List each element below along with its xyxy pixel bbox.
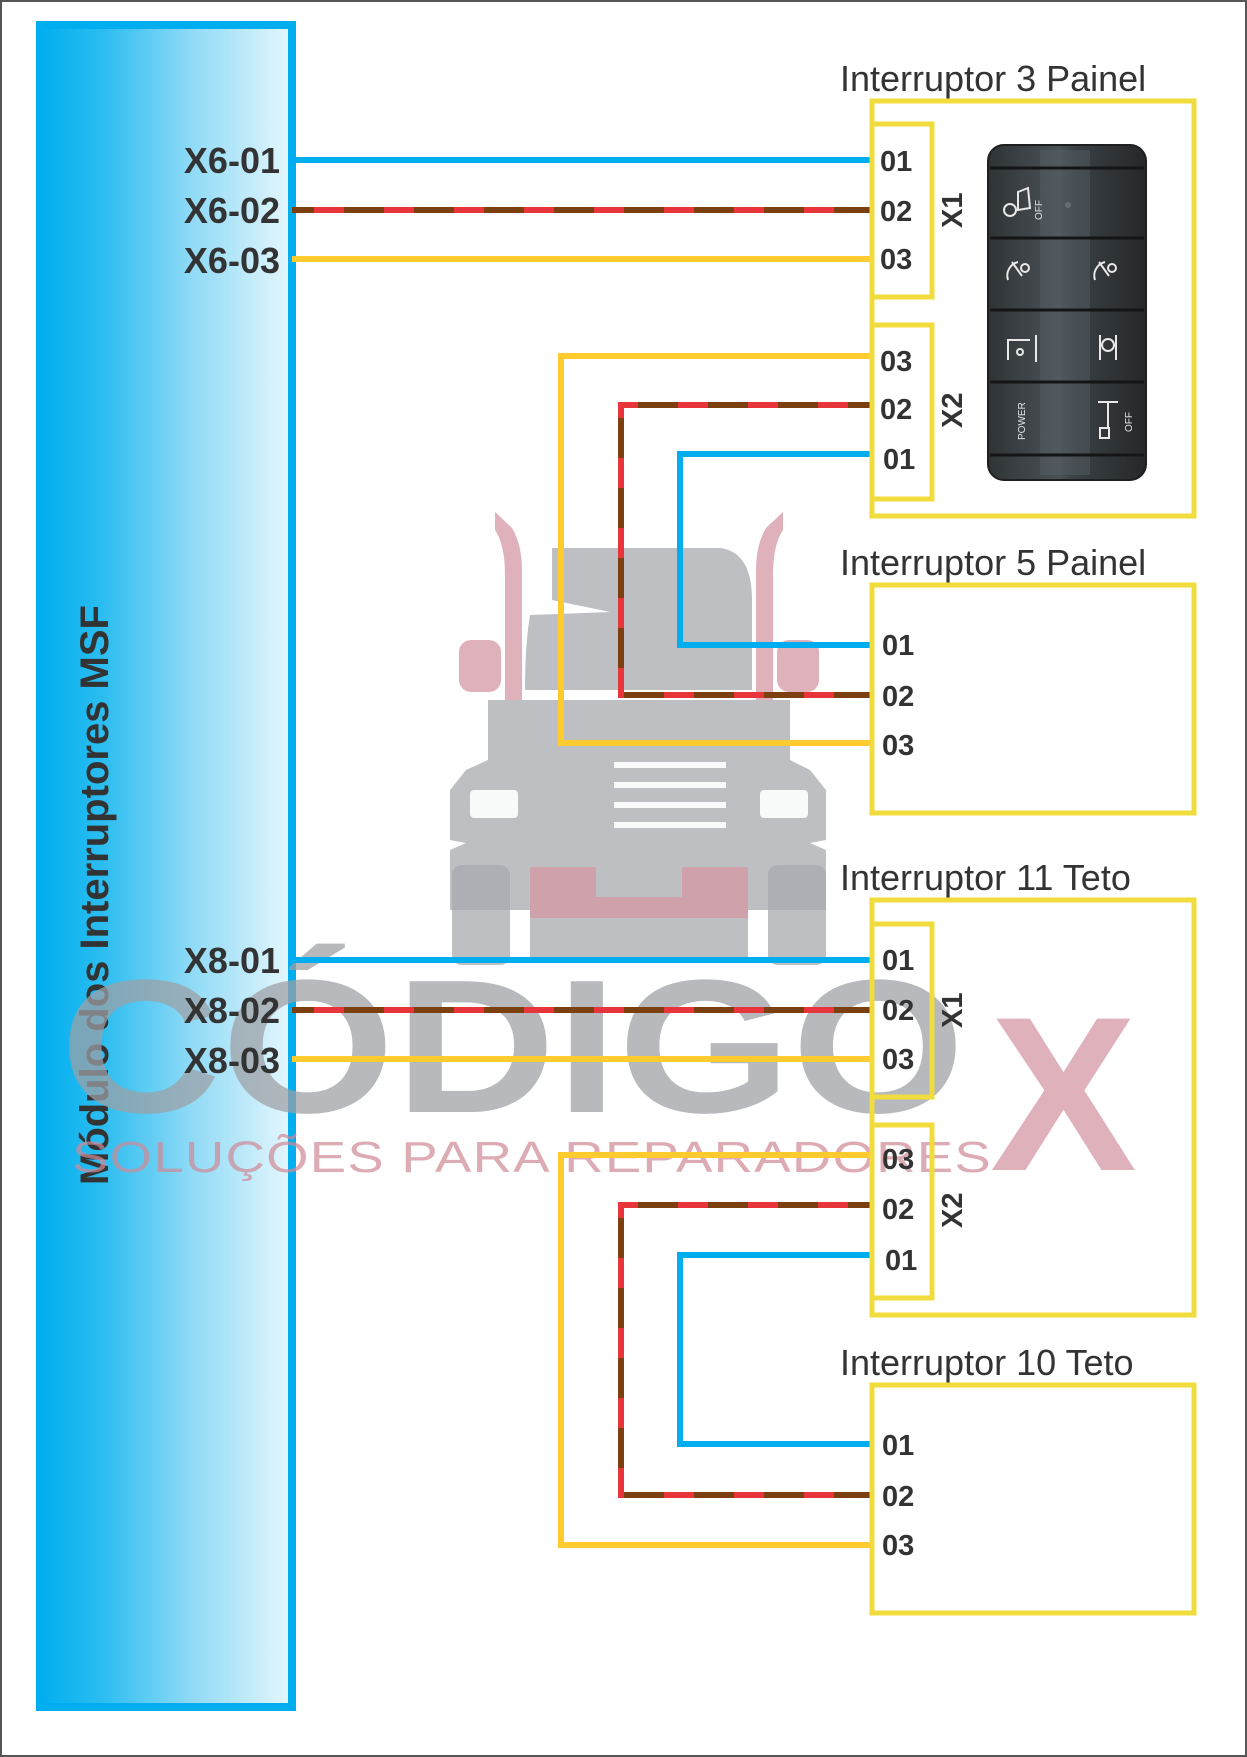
- panel-icons: [1003, 186, 1118, 439]
- truck-grille: [614, 762, 726, 828]
- truck-mirror-left: [459, 640, 501, 692]
- pin-label: 03: [882, 1530, 914, 1562]
- pin-label: 02: [880, 394, 912, 426]
- pin-label: 01: [880, 146, 912, 178]
- connector-label-x1: X1: [937, 193, 969, 228]
- connector-label-x1: X1: [937, 993, 969, 1028]
- fifth-wheel-height-icon: [1007, 335, 1037, 362]
- wire-s11x2-02-to-s10-02: [618, 1202, 870, 1498]
- wire-s11x2-01-to-s10-01: [677, 1252, 870, 1447]
- watermark-brand: CÓDIGO: [60, 941, 965, 1153]
- panel-off-label-2: OFF: [1034, 200, 1045, 220]
- truck-cab: [525, 548, 752, 690]
- pin-label: 01: [883, 444, 915, 476]
- panel-off-label: OFF: [1124, 412, 1135, 432]
- watermark-brand-x: X: [990, 971, 1137, 1217]
- switch-box: [869, 897, 1197, 1318]
- connector-label-x2: X2: [937, 1193, 969, 1228]
- truck-bumper: [530, 867, 748, 918]
- pin-label: 03: [880, 244, 912, 276]
- pin-label-x6-03: X6-03: [184, 240, 280, 281]
- axle-lift-off-icon: [1098, 401, 1118, 439]
- module-pins-x6: X6-01 X6-02 X6-03: [184, 140, 280, 281]
- truck-wheel-left: [452, 865, 510, 965]
- pin-label: 01: [882, 630, 914, 662]
- pin-label: 02: [882, 1481, 914, 1513]
- pin-label: 02: [882, 995, 914, 1027]
- pin-label: 02: [880, 196, 912, 228]
- connector-x1: [869, 121, 935, 300]
- module-title: Módulo dos Interruptores MSF: [73, 605, 117, 1185]
- pin-label: 01: [882, 945, 914, 977]
- truck-exhaust-right: [756, 512, 783, 700]
- wire-s11x2-02-to-s10-02-stripe: [618, 1202, 870, 1498]
- pin-label: 01: [885, 1245, 917, 1277]
- connector-x2: [869, 1122, 935, 1301]
- connector-label-x2: X2: [937, 393, 969, 428]
- switch-box: [869, 1382, 1197, 1616]
- switch-10-teto: Interruptor 10 Teto 01 02 03: [840, 1342, 1197, 1616]
- switch-panel-photo: POWER OFF OFF: [987, 144, 1147, 481]
- pin-label-x8-02: X8-02: [184, 990, 280, 1031]
- suspension-lower-icon: [1006, 261, 1030, 281]
- switch-box: [869, 582, 1197, 816]
- module-pins-x8: X8-01 X8-02 X8-03: [184, 940, 280, 1081]
- truck-headlight-left: [470, 790, 518, 818]
- switch-title: Interruptor 5 Painel: [840, 542, 1146, 583]
- pin-label-x6-02: X6-02: [184, 190, 280, 231]
- wire-s3x2-01-to-s5-01: [677, 451, 870, 648]
- pin-label: 02: [882, 681, 914, 713]
- pin-label-x6-01: X6-01: [184, 140, 280, 181]
- truck-mirror-right: [777, 640, 819, 692]
- truck-exhaust-left: [495, 512, 522, 700]
- module-box: [36, 21, 296, 1711]
- switch-module: Módulo dos Interruptores MSF: [36, 21, 296, 1711]
- switch-5-painel: Interruptor 5 Painel 01 02 03: [840, 542, 1197, 816]
- wires: [292, 157, 870, 1548]
- switch-3-painel: Interruptor 3 Painel 01 02 03 X1 03 02 0…: [840, 58, 1197, 519]
- pin-label: 02: [882, 1194, 914, 1226]
- pin-label: 01: [882, 1430, 914, 1462]
- wire-s3x2-02-to-s5-02-stripe: [618, 402, 870, 698]
- connector-x1: [869, 921, 935, 1100]
- switch-title: Interruptor 3 Painel: [840, 58, 1146, 99]
- switch-box: [869, 98, 1197, 519]
- truck-wheel-right: [768, 865, 826, 965]
- pin-label: 03: [880, 346, 912, 378]
- wire-s3x2-03-to-s5-03: [558, 353, 870, 746]
- pin-label-x8-03: X8-03: [184, 1040, 280, 1081]
- parking-brake-off-icon: [1003, 186, 1032, 217]
- pin-label-x8-01: X8-01: [184, 940, 280, 981]
- connector-x2: [869, 322, 935, 502]
- pin-label: 03: [882, 1044, 914, 1076]
- panel-power-label: POWER: [1017, 402, 1028, 440]
- suspension-raise-icon: [1093, 261, 1117, 281]
- wire-s11x2-03-to-s10-03: [558, 1152, 870, 1548]
- pin-label: 03: [882, 730, 914, 762]
- switch-title: Interruptor 10 Teto: [840, 1342, 1134, 1383]
- switch-title: Interruptor 11 Teto: [840, 857, 1131, 898]
- differential-lock-icon: [1099, 335, 1117, 360]
- switch-11-teto: Interruptor 11 Teto 01 02 03 X1 03 02 01…: [840, 857, 1197, 1318]
- truck-headlight-right: [760, 790, 808, 818]
- pin-label: 03: [882, 1144, 914, 1176]
